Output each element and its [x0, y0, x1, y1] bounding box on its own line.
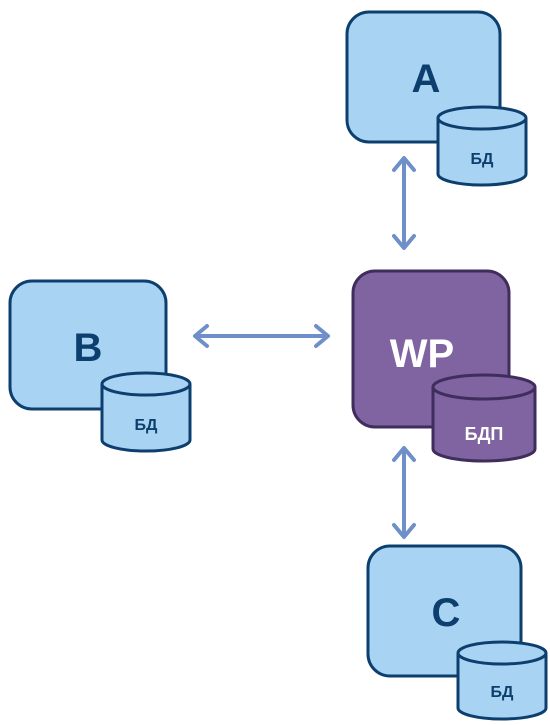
database-icon: БДП — [431, 373, 537, 463]
node-wp: WP БДП — [351, 269, 537, 463]
arrow-a-wp — [392, 156, 416, 250]
node-a: A БД — [345, 10, 528, 187]
node-a-label: A — [412, 57, 441, 101]
arrow-wp-c — [392, 446, 416, 539]
node-c-db-label: БД — [491, 684, 515, 701]
node-b: B БД — [8, 279, 192, 453]
node-a-db-label: БД — [471, 151, 495, 168]
node-wp-db-label: БДП — [465, 424, 504, 444]
database-icon: БД — [436, 105, 528, 187]
database-icon: БД — [456, 640, 548, 721]
node-wp-label: WP — [390, 332, 454, 376]
database-icon: БД — [100, 371, 192, 453]
arrow-b-wp — [193, 324, 330, 348]
node-c-label: C — [432, 591, 461, 635]
node-b-label: B — [74, 326, 103, 370]
node-c: C БД — [366, 544, 548, 721]
node-b-db-label: БД — [135, 417, 159, 434]
